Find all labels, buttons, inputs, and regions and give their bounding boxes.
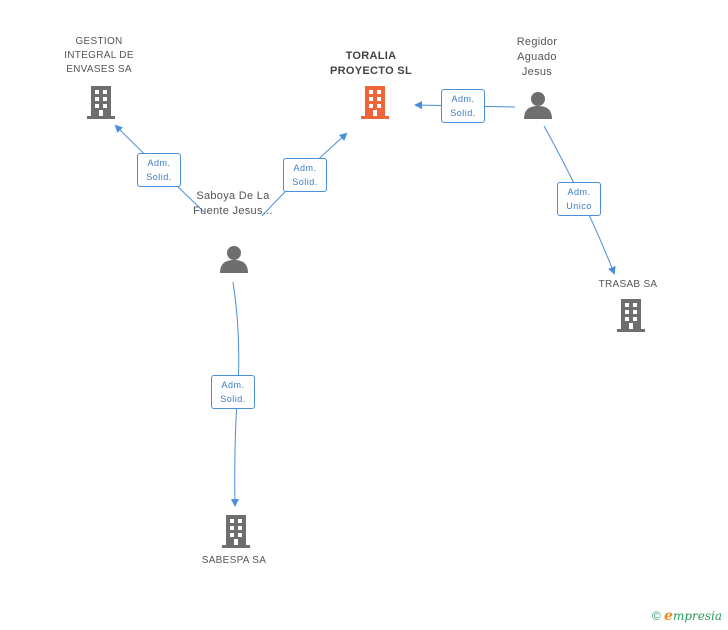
company-sabespa-building-icon[interactable] — [222, 515, 250, 548]
relation-label-regidor-toralia: Adm. Solid. — [441, 89, 485, 123]
relation-label-regidor-trasab: Adm. Unico — [557, 182, 601, 216]
brand-logo: empresia — [664, 608, 722, 624]
company-sabespa-label[interactable]: SABESPA SA — [201, 555, 267, 566]
company-trasab-building-icon[interactable] — [617, 299, 645, 332]
relation-label-saboya-toralia: Adm. Solid. — [283, 158, 327, 192]
company-toralia-label[interactable]: TORALIA PROYECTO SL — [330, 50, 412, 77]
person-saboya-label[interactable]: Saboya De La Fuente Jesus... — [193, 190, 273, 217]
relation-label-saboya-sabespa: Adm. Solid. — [211, 375, 255, 409]
footer-brand: © empresia — [652, 608, 722, 624]
company-gestion-building-icon[interactable] — [87, 86, 115, 119]
company-toralia-building-icon[interactable] — [361, 86, 389, 119]
person-regidor-icon[interactable] — [524, 92, 552, 119]
company-trasab-label[interactable]: TRASAB SA — [598, 279, 658, 290]
company-gestion-label[interactable]: GESTION INTEGRAL DE ENVASES SA — [64, 36, 134, 75]
relation-label-saboya-gestion: Adm. Solid. — [137, 153, 181, 187]
copyright-symbol: © — [651, 609, 661, 623]
person-regidor-label[interactable]: Regidor Aguado Jesus — [516, 36, 558, 78]
person-saboya-icon[interactable] — [220, 246, 248, 273]
